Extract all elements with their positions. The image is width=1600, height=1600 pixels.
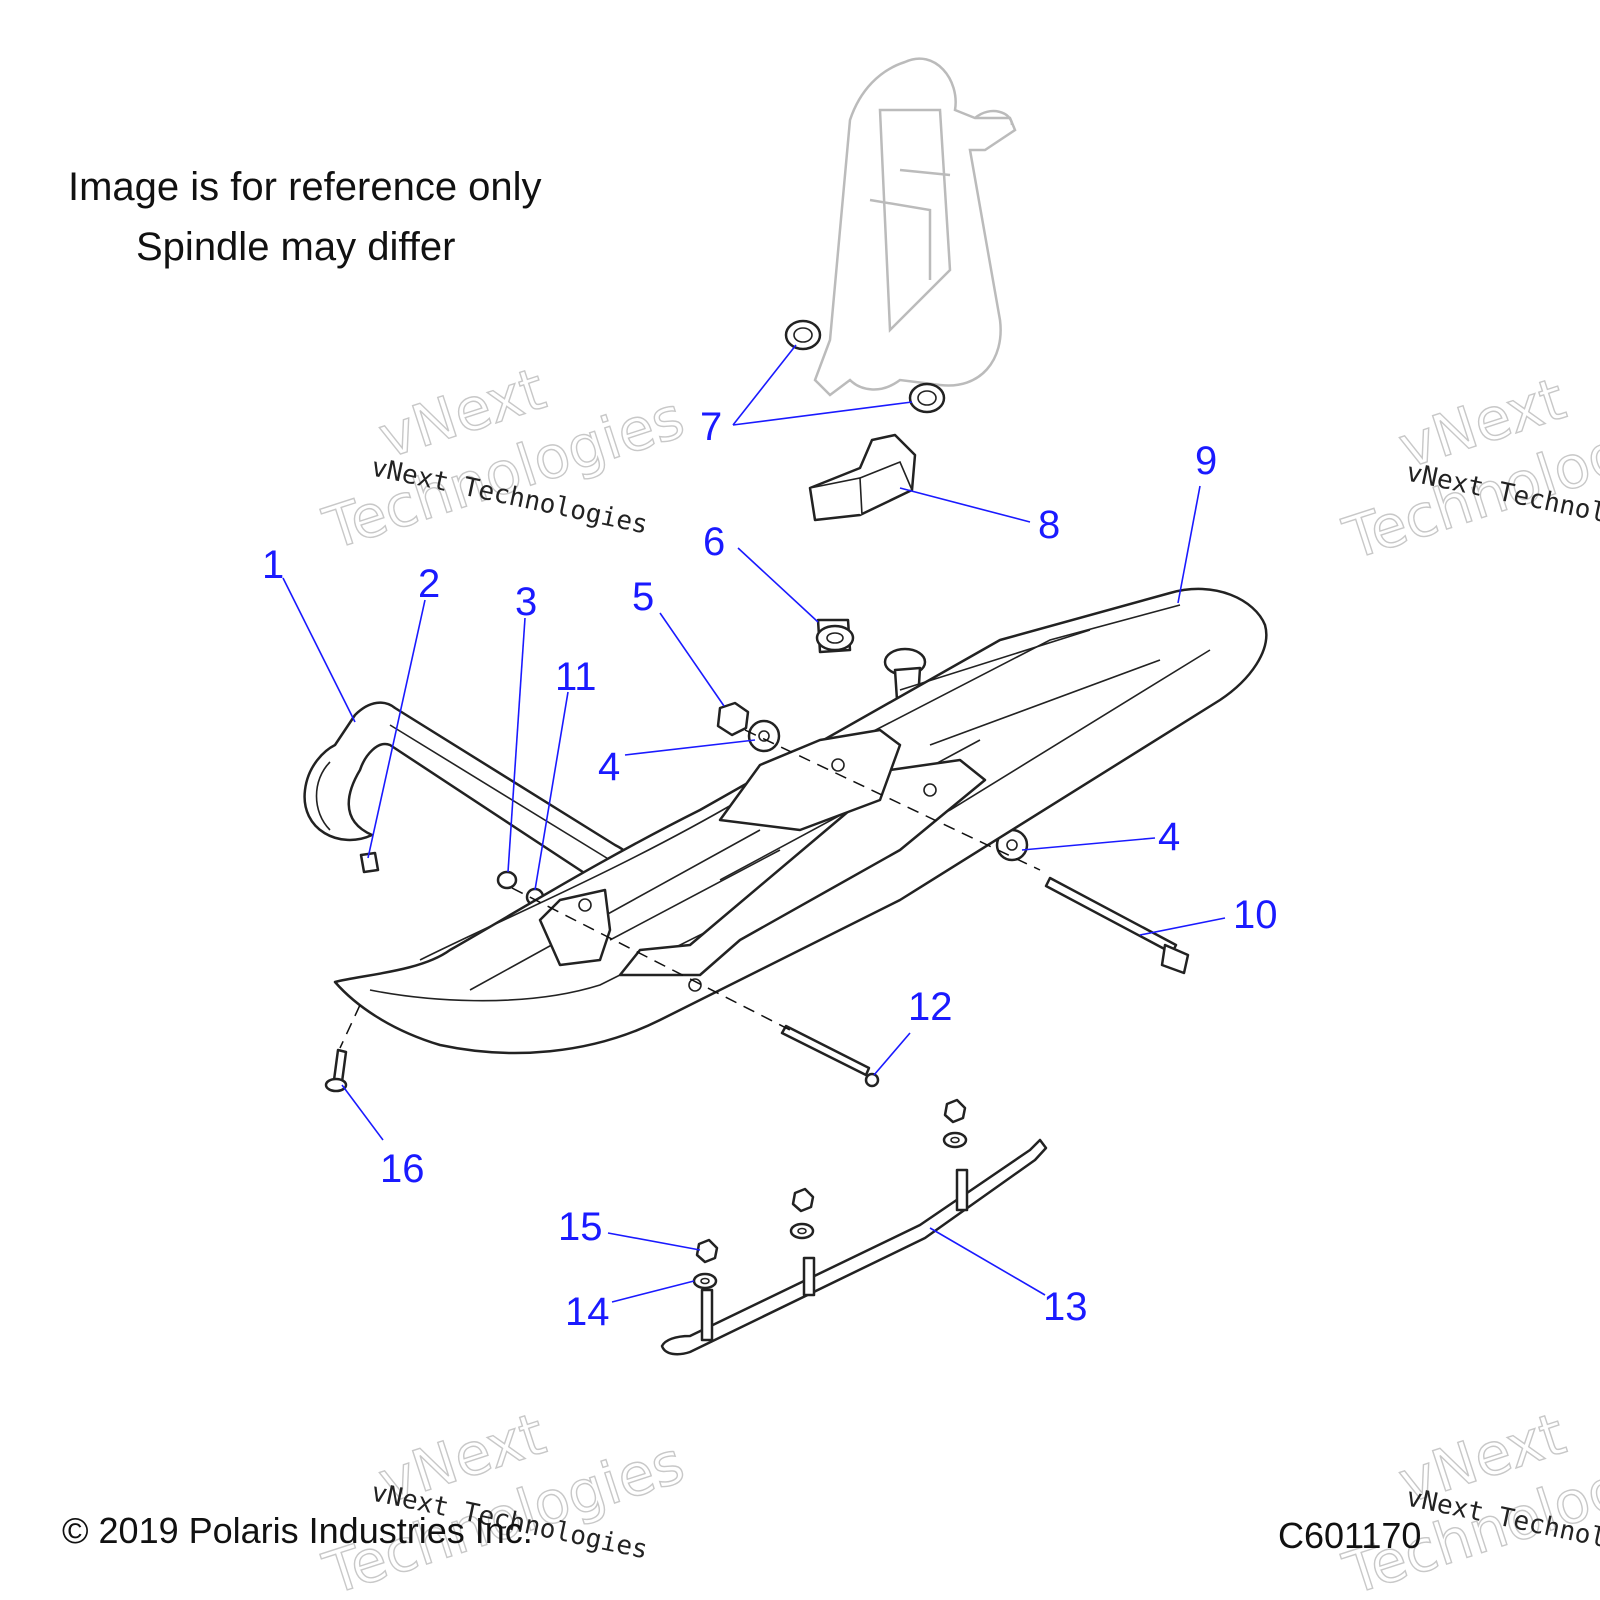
callout-12: 12 <box>908 985 953 1029</box>
flange-bolt-upper <box>815 618 855 654</box>
callout-2: 2 <box>418 562 440 606</box>
callout-9: 9 <box>1195 439 1217 483</box>
pin-rod <box>780 1024 880 1088</box>
leader-lines <box>282 344 1226 1303</box>
callout-10: 10 <box>1233 893 1278 937</box>
figure-code: C601170 <box>1278 1515 1422 1556</box>
callout-3: 3 <box>515 580 537 624</box>
through-bolt <box>1044 876 1190 975</box>
callout-5: 5 <box>632 575 654 619</box>
small-nut <box>496 870 518 890</box>
reference-note-line-1: Image is for reference only <box>68 165 542 209</box>
washer-upper <box>747 719 781 753</box>
nut <box>716 701 750 737</box>
spindle-ghost <box>813 57 1017 397</box>
runner-washer <box>692 1272 718 1290</box>
callout-14: 14 <box>565 1290 610 1334</box>
reference-note-line-2: Spindle may differ <box>136 225 456 269</box>
callout-1: 1 <box>262 543 284 587</box>
runner-nut <box>943 1098 967 1124</box>
callout-4-upper: 4 <box>598 745 620 789</box>
callout-4-lower: 4 <box>1158 815 1180 859</box>
runner-nut <box>695 1238 719 1264</box>
rivet <box>324 1048 348 1093</box>
ski-loop <box>303 701 637 889</box>
runner-washer <box>789 1222 815 1240</box>
callout-11: 11 <box>555 655 597 699</box>
copyright-text: © 2019 Polaris Industries Inc. <box>62 1510 533 1551</box>
callout-7: 7 <box>700 405 722 449</box>
runner-washer <box>942 1131 968 1149</box>
callout-13: 13 <box>1043 1285 1088 1329</box>
runner-nut <box>791 1187 815 1213</box>
callout-16: 16 <box>380 1147 425 1191</box>
carbide-runner <box>660 1138 1048 1356</box>
bushing-lower <box>908 382 946 414</box>
callout-15: 15 <box>558 1205 603 1249</box>
assembly-guide-lines <box>339 729 1041 1049</box>
flange-bolt-lower <box>883 647 927 702</box>
spindle-stop-block <box>808 433 917 522</box>
ski <box>333 587 1268 1055</box>
callout-6: 6 <box>703 520 725 564</box>
callout-8: 8 <box>1038 503 1060 547</box>
bushing-upper <box>784 319 822 351</box>
callout-numbers: 1 2 3 4 4 5 6 7 8 9 10 11 12 13 14 15 16 <box>262 405 1278 1334</box>
